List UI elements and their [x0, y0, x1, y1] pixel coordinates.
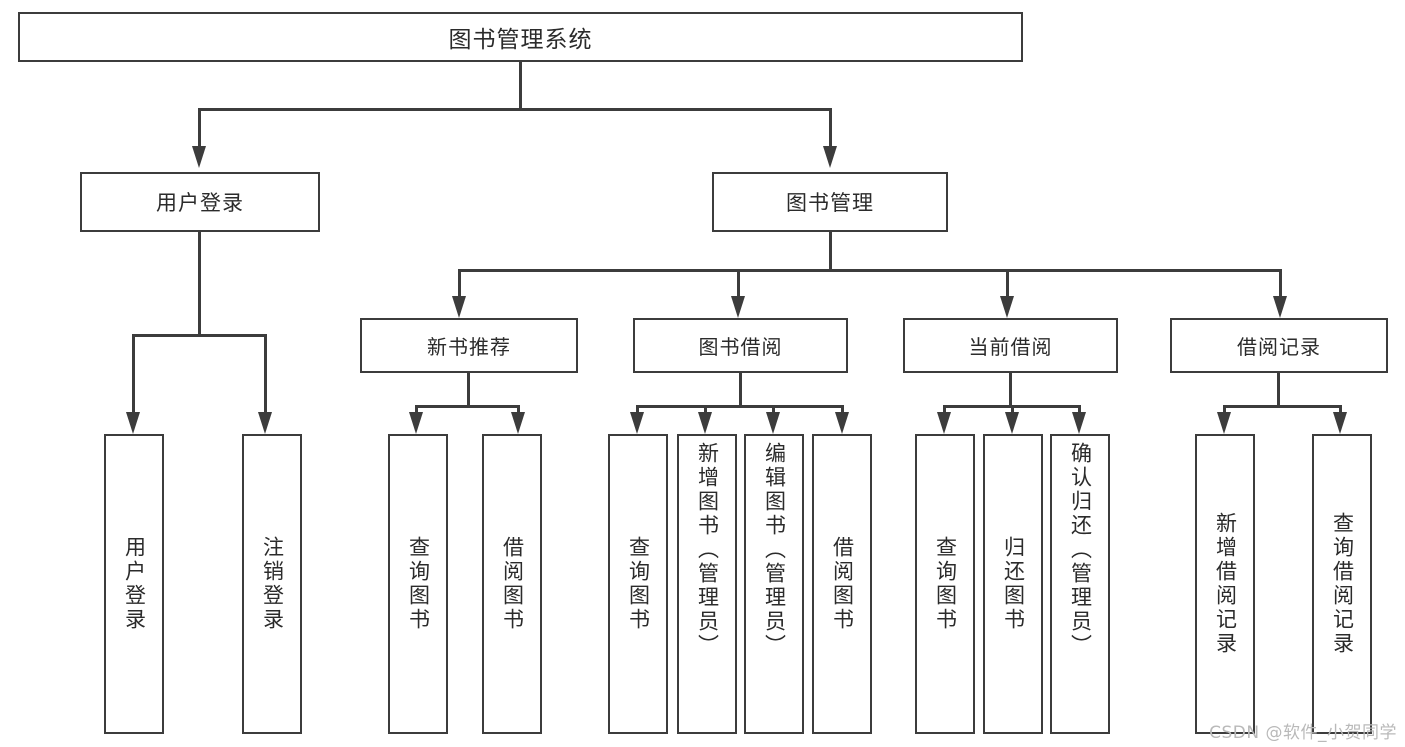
arrowhead-level2-1	[731, 296, 745, 318]
arrowhead-book-borrow-0	[630, 412, 644, 434]
connector-current-borrow-drop-1	[1011, 405, 1014, 417]
arrowhead-new-book-1	[511, 412, 525, 434]
leaf-book-borrow-edit-book[interactable]: 编辑图书（管理员）	[744, 434, 804, 734]
leaf-new-book-query-book[interactable]: 查询图书	[388, 434, 448, 734]
arrowhead-book-borrow-1	[698, 412, 712, 434]
arrowhead-user-login-0	[126, 412, 140, 434]
connector-level1-bus	[198, 108, 832, 111]
leaf-label: 归还图书	[1001, 536, 1026, 632]
connector-book-borrow-drop-0	[636, 405, 639, 417]
connector-user-login-bus	[132, 334, 267, 337]
connector-book-borrow-stem	[739, 373, 742, 408]
connector-borrow-record-stem	[1277, 373, 1280, 408]
connector-current-borrow-drop-2	[1078, 405, 1081, 417]
connector-current-borrow-drop-0	[943, 405, 946, 417]
leaf-book-borrow-borrow-book[interactable]: 借阅图书	[812, 434, 872, 734]
connector-new-book-drop-1	[517, 405, 520, 417]
connector-new-book-bus	[415, 405, 520, 408]
arrowhead-book-borrow-2	[766, 412, 780, 434]
node-new-book-recommend[interactable]: 新书推荐	[360, 318, 578, 373]
leaf-label: 用户登录	[122, 536, 147, 632]
node-book-management-label: 图书管理	[786, 191, 874, 215]
connector-borrow-record-drop-0	[1223, 405, 1226, 417]
node-borrow-record-label: 借阅记录	[1237, 335, 1321, 359]
node-user-login[interactable]: 用户登录	[80, 172, 320, 232]
leaf-label: 查询图书	[933, 536, 958, 632]
arrowhead-current-borrow-2	[1072, 412, 1086, 434]
arrowhead-level2-0	[452, 296, 466, 318]
leaf-label: 查询图书	[626, 536, 651, 632]
leaf-user-login-logout[interactable]: 注销登录	[242, 434, 302, 734]
connector-user-login-drop-0	[132, 334, 135, 416]
node-borrow-record[interactable]: 借阅记录	[1170, 318, 1388, 373]
leaf-book-borrow-add-book[interactable]: 新增图书（管理员）	[677, 434, 737, 734]
leaf-borrow-record-add-record[interactable]: 新增借阅记录	[1195, 434, 1255, 734]
connector-book-borrow-drop-1	[704, 405, 707, 417]
leaf-label: 新增借阅记录	[1213, 512, 1238, 656]
node-current-borrow[interactable]: 当前借阅	[903, 318, 1118, 373]
connector-user-login-drop-1	[264, 334, 267, 416]
arrowhead-level1-0	[192, 146, 206, 168]
leaf-borrow-record-query-record[interactable]: 查询借阅记录	[1312, 434, 1372, 734]
leaf-current-borrow-query-book[interactable]: 查询图书	[915, 434, 975, 734]
node-root[interactable]: 图书管理系统	[18, 12, 1023, 62]
connector-book-borrow-drop-3	[841, 405, 844, 417]
node-new-book-recommend-label: 新书推荐	[427, 335, 511, 359]
arrowhead-user-login-1	[258, 412, 272, 434]
connector-new-book-stem	[467, 373, 470, 408]
leaf-label: 借阅图书	[500, 536, 525, 632]
connector-root-stem	[519, 62, 522, 110]
node-user-login-label: 用户登录	[156, 191, 244, 215]
arrowhead-new-book-0	[409, 412, 423, 434]
arrowhead-level2-3	[1273, 296, 1287, 318]
connector-book-management-stem	[829, 232, 832, 272]
leaf-label: 确认归还（管理员）	[1068, 442, 1093, 658]
connector-level2-bus	[458, 269, 1282, 272]
arrowhead-level1-1	[823, 146, 837, 168]
arrowhead-current-borrow-0	[937, 412, 951, 434]
arrowhead-current-borrow-1	[1005, 412, 1019, 434]
leaf-label: 查询图书	[406, 536, 431, 632]
node-root-label: 图书管理系统	[448, 27, 593, 53]
leaf-label: 注销登录	[260, 536, 285, 632]
leaf-current-borrow-confirm-return[interactable]: 确认归还（管理员）	[1050, 434, 1110, 734]
watermark-text: CSDN @软件_小贺同学	[1209, 723, 1397, 743]
arrowhead-borrow-record-0	[1217, 412, 1231, 434]
connector-current-borrow-stem	[1009, 373, 1012, 408]
arrowhead-level2-2	[1000, 296, 1014, 318]
connector-level2-drop-3	[1279, 269, 1282, 299]
leaf-book-borrow-query-book[interactable]: 查询图书	[608, 434, 668, 734]
connector-user-login-stem	[198, 232, 201, 337]
connector-level1-drop-0	[198, 108, 201, 150]
leaf-label: 借阅图书	[830, 536, 855, 632]
connector-book-borrow-bus	[636, 405, 844, 408]
connector-level2-drop-0	[458, 269, 461, 299]
connector-book-borrow-drop-2	[772, 405, 775, 417]
leaf-label: 查询借阅记录	[1330, 512, 1355, 656]
leaf-current-borrow-return-book[interactable]: 归还图书	[983, 434, 1043, 734]
leaf-label: 新增图书（管理员）	[695, 442, 720, 658]
connector-level2-drop-1	[737, 269, 740, 299]
connector-borrow-record-drop-1	[1339, 405, 1342, 417]
arrowhead-borrow-record-1	[1333, 412, 1347, 434]
connector-borrow-record-bus	[1223, 405, 1342, 408]
connector-level1-drop-1	[829, 108, 832, 150]
connector-level2-drop-2	[1006, 269, 1009, 299]
node-book-borrow[interactable]: 图书借阅	[633, 318, 848, 373]
node-book-management[interactable]: 图书管理	[712, 172, 948, 232]
leaf-user-login-login[interactable]: 用户登录	[104, 434, 164, 734]
node-book-borrow-label: 图书借阅	[698, 335, 783, 359]
arrowhead-book-borrow-3	[835, 412, 849, 434]
node-current-borrow-label: 当前借阅	[968, 335, 1053, 359]
leaf-label: 编辑图书（管理员）	[762, 442, 787, 658]
leaf-new-book-borrow-book[interactable]: 借阅图书	[482, 434, 542, 734]
connector-new-book-drop-0	[415, 405, 418, 417]
